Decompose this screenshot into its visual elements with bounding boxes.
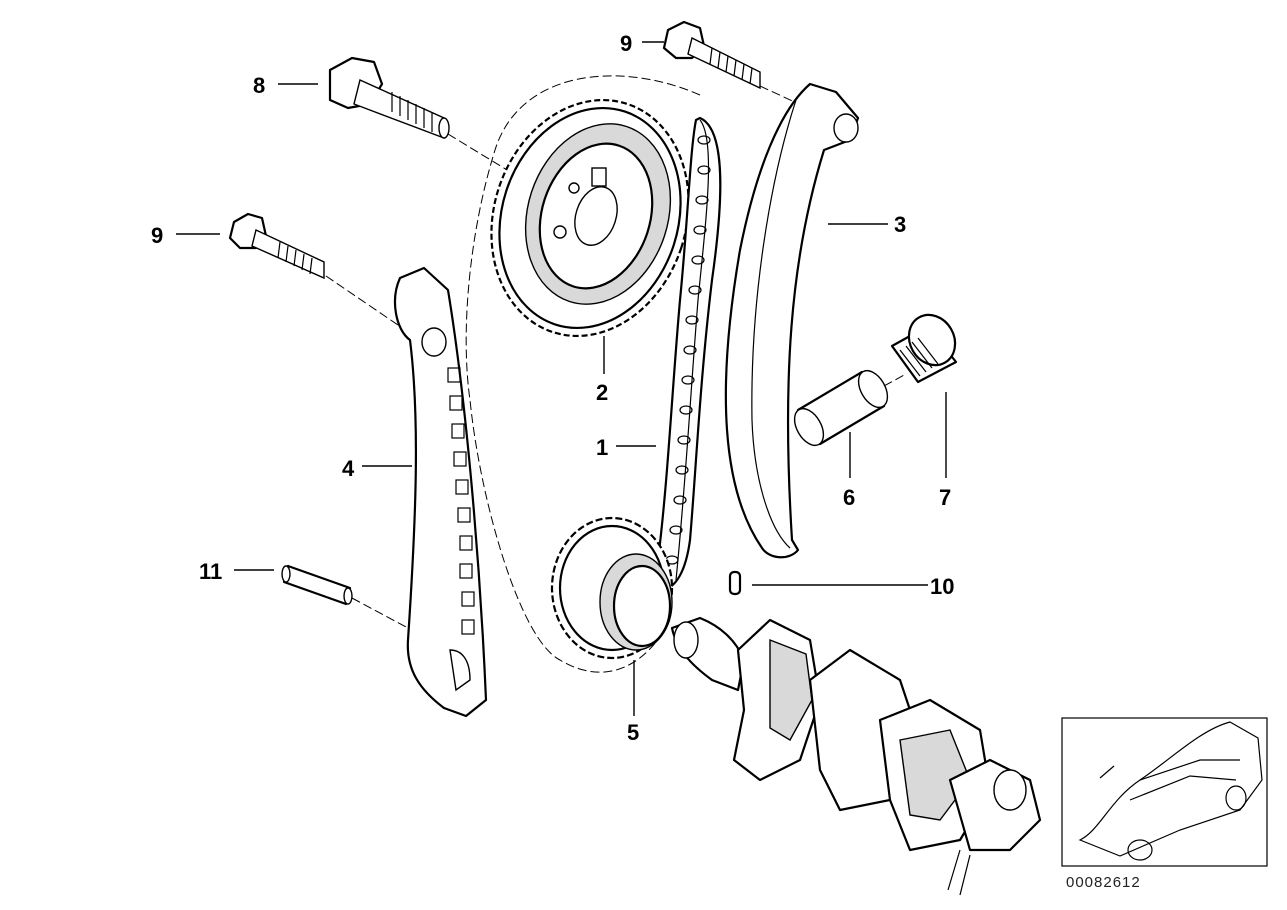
pin-11-axis [351, 597, 409, 629]
vehicle-thumbnail [1061, 717, 1268, 867]
callout-sprocket-bolt: 8 [253, 73, 265, 98]
callout-guide-rail: 4 [342, 456, 355, 481]
diagram-reference-id: 00082612 [1066, 874, 1141, 891]
sprocket-bolt-part [328, 56, 450, 140]
piston-axis [883, 373, 907, 387]
tensioner-rail-part [724, 82, 860, 559]
crankshaft-sprocket-part [550, 516, 674, 660]
callout-tensioner-piston: 6 [843, 485, 855, 510]
callout-camshaft-sprocket: 2 [596, 380, 608, 405]
guide-pin-part [281, 564, 353, 606]
callout-left-bolt: 9 [151, 223, 163, 248]
bolt-8-axis [447, 133, 541, 191]
screw-plug-part [890, 313, 958, 384]
callout-guide-pin: 11 [199, 559, 222, 584]
dowel-pin-part [728, 570, 742, 596]
callout-upper-bolt: 9 [620, 31, 632, 56]
leader-lines [176, 41, 947, 716]
left-bolt-part [228, 212, 325, 280]
callout-chain: 1 [596, 435, 608, 460]
callout-dowel-pin: 10 [930, 574, 954, 599]
callout-crankshaft-sprocket: 5 [627, 720, 639, 745]
tensioner-piston-part [793, 369, 889, 447]
upper-bolt-part [662, 20, 761, 90]
callout-tensioner-rail: 3 [894, 212, 906, 237]
crankshaft-part [670, 616, 1042, 896]
camshaft-sprocket-part [490, 98, 690, 338]
timing-chain-part [656, 116, 722, 592]
guide-rail-part [393, 266, 488, 718]
chain-run-outline [465, 75, 701, 673]
callout-screw-plug: 7 [939, 485, 951, 510]
